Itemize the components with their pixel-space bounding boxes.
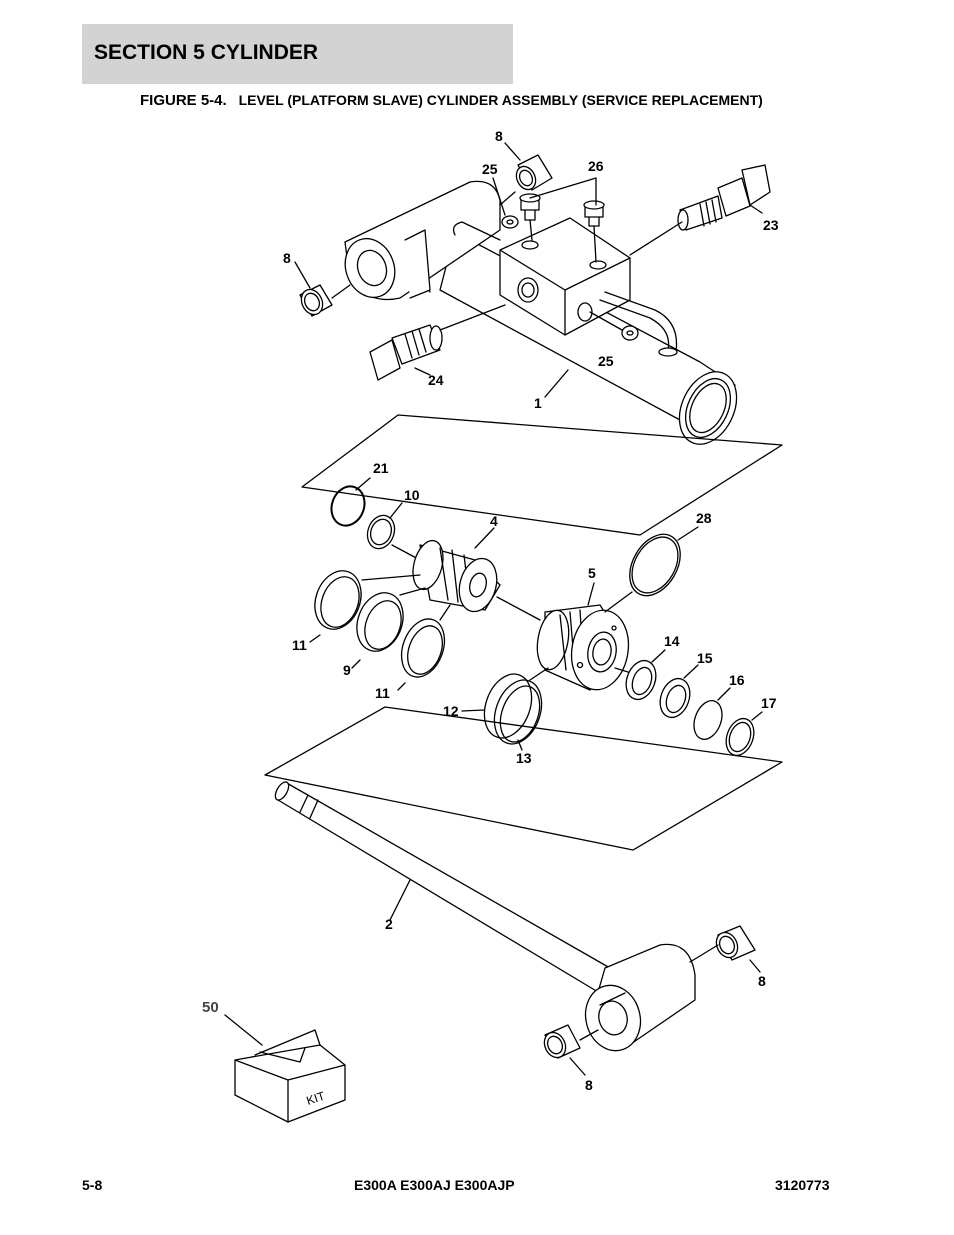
callout-8: 8 <box>585 1077 593 1093</box>
callout-labels: 8 25 26 23 8 25 24 1 21 10 4 28 5 14 15 … <box>202 128 779 1093</box>
wiper-15 <box>659 664 699 719</box>
footer-doc-number: 3120773 <box>775 1177 830 1193</box>
callout-25: 25 <box>598 353 614 369</box>
section-title: SECTION 5 CYLINDER <box>94 41 319 64</box>
callout-17: 17 <box>761 695 777 711</box>
callout-11: 11 <box>375 685 390 701</box>
callout-2: 2 <box>385 916 393 932</box>
bushing-8-bottom-right <box>689 925 761 973</box>
callout-4: 4 <box>490 513 498 529</box>
o-ring-16 <box>693 687 731 740</box>
rod-seal-14 <box>614 649 666 701</box>
callout-11: 11 <box>292 637 307 653</box>
callout-1: 1 <box>534 395 542 411</box>
callout-9: 9 <box>343 662 351 678</box>
footer-page-number: 5-8 <box>82 1177 103 1193</box>
callout-24: 24 <box>428 372 444 388</box>
retaining-ring-21 <box>330 477 371 527</box>
orifice-25-top <box>492 177 519 229</box>
assembly-plane-upper <box>301 414 783 536</box>
figure-number: FIGURE 5-4. <box>140 92 227 109</box>
o-ring-12 <box>461 673 533 739</box>
callout-13: 13 <box>516 750 532 766</box>
callout-50: 50 <box>202 999 219 1016</box>
valve-block <box>452 217 678 357</box>
kit-label: KIT <box>305 1089 328 1108</box>
o-ring-28 <box>604 526 699 613</box>
callout-10: 10 <box>404 487 420 503</box>
gland-5 <box>536 582 630 691</box>
seal-9 <box>351 587 426 669</box>
bushing-8-top-right <box>499 142 553 206</box>
assembly-plane-lower <box>264 706 783 851</box>
callout-28: 28 <box>696 510 712 526</box>
callout-23: 23 <box>763 217 779 233</box>
bushing-8-top-left <box>294 261 351 317</box>
rod-end-eye <box>584 943 696 1052</box>
cartridge-valve-24 <box>369 304 506 381</box>
callout-25: 25 <box>482 161 498 177</box>
figure-caption: LEVEL (PLATFORM SLAVE) CYLINDER ASSEMBLY… <box>238 92 763 108</box>
wear-ring-11-lower <box>397 604 451 691</box>
wear-ring-11-upper <box>309 570 421 643</box>
callout-5: 5 <box>588 565 596 581</box>
callout-8: 8 <box>495 128 503 144</box>
cartridge-valve-23 <box>629 164 771 256</box>
callout-21: 21 <box>373 460 389 476</box>
callout-16: 16 <box>729 672 745 688</box>
piston-4 <box>412 527 501 613</box>
footer-models: E300A E300AJ E300AJP <box>354 1177 515 1193</box>
callout-14: 14 <box>664 633 680 649</box>
callout-12: 12 <box>443 703 459 719</box>
ring-10 <box>366 502 421 561</box>
kit-box-50: KIT <box>224 1014 346 1123</box>
figure-title: FIGURE 5-4. LEVEL (PLATFORM SLAVE) CYLIN… <box>140 92 763 109</box>
piston-rod-2 <box>274 781 611 993</box>
section-header: SECTION 5 CYLINDER <box>82 24 513 84</box>
bushing-8-bottom-left <box>543 1024 599 1076</box>
callout-15: 15 <box>697 650 713 666</box>
callout-26: 26 <box>588 158 604 174</box>
orifice-25-bottom <box>589 311 639 341</box>
barrel-pin-boss <box>344 180 501 301</box>
backup-ring-13 <box>493 667 549 751</box>
plug-26 <box>519 177 605 263</box>
callout-8: 8 <box>758 973 766 989</box>
callout-8: 8 <box>283 250 291 266</box>
backup-ring-17 <box>725 711 763 757</box>
